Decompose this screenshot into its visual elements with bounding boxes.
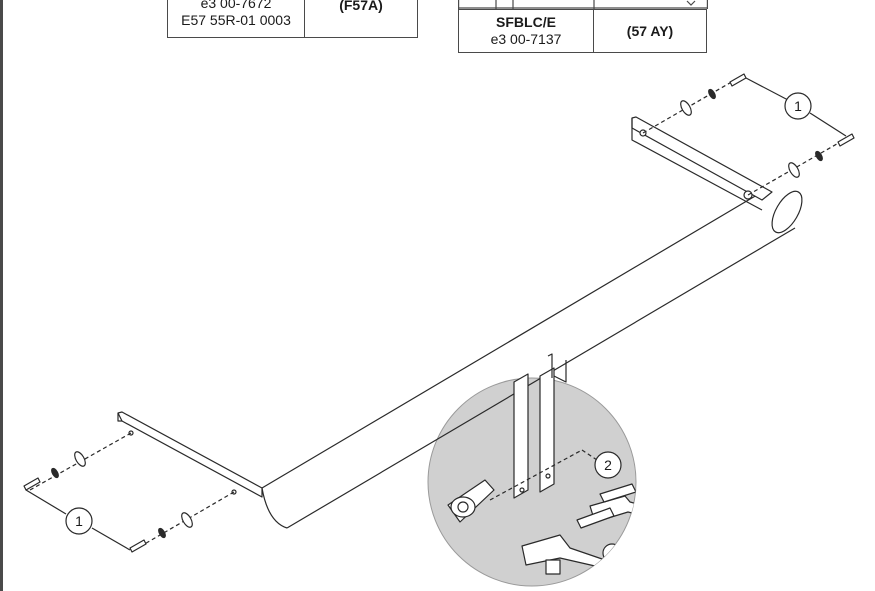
right-bracket-plate [631,116,773,211]
washer-icon [74,451,86,467]
svg-text:1: 1 [75,513,83,529]
lock-washer-icon [158,527,166,539]
callout-label-top: 1 [784,92,812,120]
lock-washer-icon [708,88,716,100]
left-bracket-plate [117,411,263,498]
approval-code-line2: E57 55R-01 0003 [181,12,291,28]
svg-text:2: 2 [604,457,612,473]
approval-code-line1: SFBLC/E [496,14,556,30]
bolt-set-bottom [23,432,235,553]
approval-code-cell: SFBLC/E e3 00-7137 [458,9,594,53]
tow-ball-icon [602,543,622,563]
callout-label-detail: 2 [594,451,622,479]
bolt-icon [129,539,147,553]
svg-text:1: 1 [794,98,802,114]
bolt-icon [837,133,855,147]
approval-code-line2: e3 00-7137 [490,31,562,47]
lock-washer-icon [815,150,823,162]
center-drop-brackets [489,353,583,501]
ball-mount-upper [576,483,672,546]
callout-label-bottom: 1 [65,507,93,535]
model-code-cell: (57 AY) [593,9,707,53]
washer-icon [181,512,193,528]
approval-table-right: SFBLC/E e3 00-7137 (57 AY) [458,9,707,53]
bolt-icon [23,477,41,491]
approval-code-cell: e3 00-7672 E57 55R-01 0003 [167,0,305,38]
approval-table-left: e3 00-7672 E57 55R-01 0003 (F57A) [167,0,418,38]
table-right-top-row [458,0,708,9]
page-left-edge [0,0,3,591]
detail-view-circle [427,377,637,587]
bolt-set-top [642,73,855,196]
washer-icon [788,162,800,178]
approval-code-line1: e3 00-7672 [200,0,272,11]
socket-plate [447,479,495,523]
bolt-icon [729,73,747,87]
washer-icon [680,100,692,116]
tow-ball-icon [654,495,672,513]
lock-washer-icon [51,467,59,479]
model-code-cell: (F57A) [304,0,418,38]
